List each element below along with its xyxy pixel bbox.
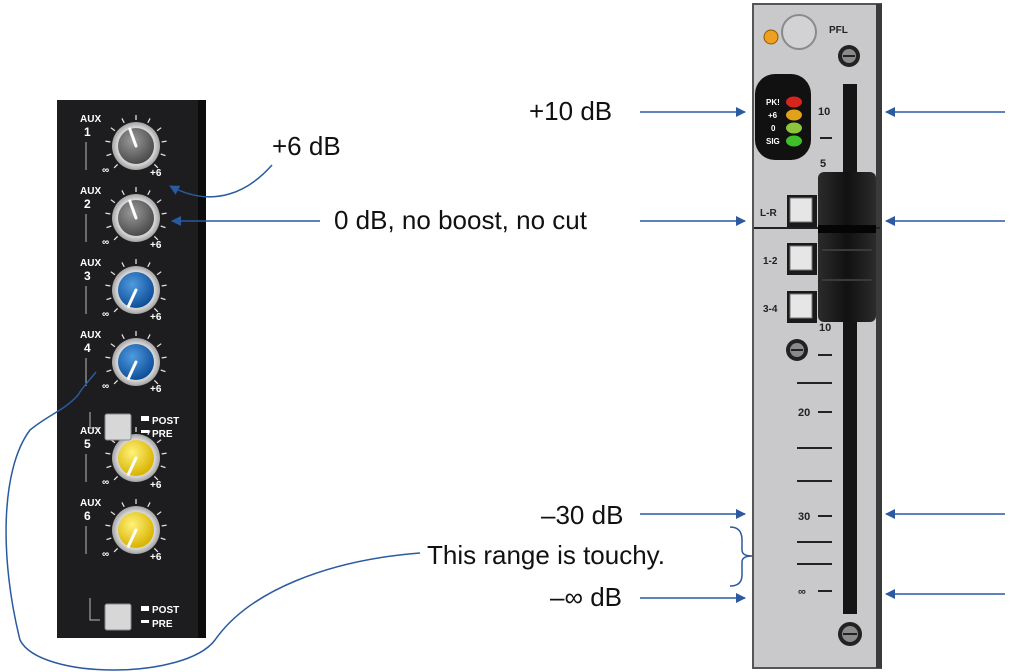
- post-label-1: POST: [152, 416, 179, 427]
- route-button-12[interactable]: [787, 243, 817, 275]
- pfl-label: PFL: [829, 25, 848, 36]
- aux-min-label-2: ∞: [102, 237, 109, 248]
- mid-screw-icon: [786, 339, 808, 361]
- aux-label-1: AUX: [80, 114, 101, 125]
- callout-minusinf: –∞ dB: [550, 582, 622, 612]
- meter-led-3: [786, 123, 802, 134]
- scale-label-20: 20: [798, 407, 810, 419]
- meter-label-plus6: +6: [768, 111, 778, 120]
- aux-label-4: AUX: [80, 330, 101, 341]
- aux-label-2: AUX: [80, 186, 101, 197]
- aux-min-label-1: ∞: [102, 165, 109, 176]
- callout-minus30: –30 dB: [541, 500, 623, 530]
- post-label-2: POST: [152, 605, 179, 616]
- aux-max-label-2: +6: [150, 240, 162, 251]
- aux-min-label-5: ∞: [102, 477, 109, 488]
- pre-label-1: PRE: [152, 429, 173, 440]
- aux-number-2: 2: [84, 197, 91, 211]
- callout-plus10: +10 dB: [529, 96, 612, 126]
- scale-label-5: 5: [820, 158, 826, 170]
- aux-max-label-3: +6: [150, 312, 162, 323]
- meter-label-sig: SIG: [766, 137, 780, 146]
- fader-strip: PFL PK! +6 0 SIG 10 5 10 20: [753, 4, 882, 668]
- callout-plus6: +6 dB: [272, 131, 341, 161]
- aux-number-5: 5: [84, 437, 91, 451]
- top-screw-icon: [838, 45, 860, 67]
- bracket-touchy: [730, 527, 752, 586]
- route-label-34: 3-4: [763, 304, 778, 315]
- scale-label-30: 30: [798, 511, 810, 523]
- meter-led-4: [786, 136, 802, 147]
- scale-label-10b: 10: [819, 322, 831, 334]
- level-meter: PK! +6 0 SIG: [755, 74, 811, 160]
- aux-min-label-4: ∞: [102, 381, 109, 392]
- bottom-screw-icon: [838, 622, 862, 646]
- meter-led-2: [786, 110, 802, 121]
- aux-number-4: 4: [84, 341, 91, 355]
- aux-label-6: AUX: [80, 498, 101, 509]
- aux-max-label-1: +6: [150, 168, 162, 179]
- pre-label-2: PRE: [152, 619, 173, 630]
- aux-max-label-4: +6: [150, 384, 162, 395]
- pfl-led: [764, 30, 778, 44]
- meter-led-1: [786, 97, 802, 108]
- fader-slot: [843, 84, 857, 614]
- route-button-lr[interactable]: [787, 195, 817, 227]
- route-label-lr: L-R: [760, 208, 777, 219]
- fader-knob[interactable]: [818, 172, 876, 322]
- meter-label-pk: PK!: [766, 98, 780, 107]
- post-pre-switch-1[interactable]: [105, 414, 131, 440]
- aux-min-label-3: ∞: [102, 309, 109, 320]
- scale-label-inf: ∞: [798, 586, 806, 598]
- aux-strip: AUX1∞+6AUX2∞+6AUX3∞+6AUX4∞+6AUX5∞+6AUX6∞…: [57, 100, 206, 638]
- callout-touchy: This range is touchy.: [427, 540, 665, 570]
- meter-label-zero: 0: [771, 124, 776, 133]
- route-button-34[interactable]: [787, 291, 817, 323]
- callout-zero: 0 dB, no boost, no cut: [334, 205, 587, 235]
- aux-max-label-5: +6: [150, 480, 162, 491]
- aux-min-label-6: ∞: [102, 549, 109, 560]
- route-label-12: 1-2: [763, 256, 778, 267]
- scale-label-10: 10: [818, 106, 830, 118]
- pfl-button[interactable]: [782, 15, 816, 49]
- post-pre-switch-2[interactable]: [105, 604, 131, 630]
- aux-number-3: 3: [84, 269, 91, 283]
- aux-number-6: 6: [84, 509, 91, 523]
- aux-max-label-6: +6: [150, 552, 162, 563]
- aux-number-1: 1: [84, 125, 91, 139]
- aux-label-3: AUX: [80, 258, 101, 269]
